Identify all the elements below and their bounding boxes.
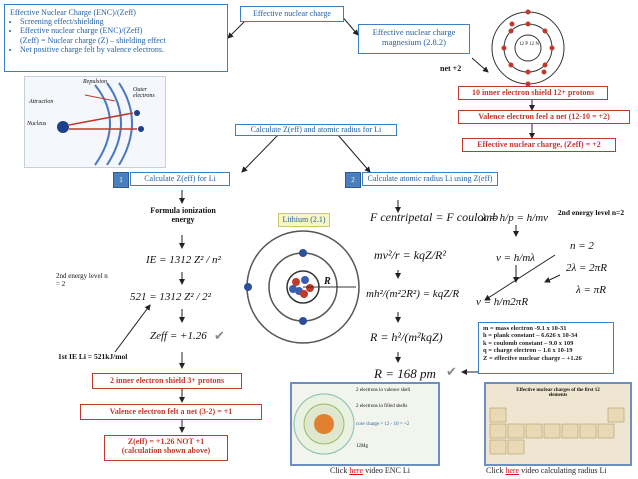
- ie-formula: IE = 1312 Z² / n²: [146, 254, 221, 266]
- mg-step-1: 10 inner electron shield 12+ protons: [458, 86, 608, 100]
- li-step-2: Valence electron felt a net (3-2) = +1: [80, 404, 262, 420]
- constant-item: h = plank constant – 6.626 x 10-34: [483, 332, 578, 340]
- net-label: net +2: [440, 64, 462, 73]
- li-step-1: 2 inner electron shield 3+ protons: [92, 373, 242, 389]
- enc-item: Net positive charge felt by valence elec…: [20, 45, 222, 54]
- video-thumbnail-enc[interactable]: 2 electrons in valence shell 2 electrons…: [290, 382, 440, 466]
- lithium-label: Lithium (2.1): [278, 213, 330, 227]
- mg-atom: 12 P 12 N: [488, 8, 568, 88]
- radius-video-link[interactable]: here: [505, 466, 520, 475]
- substituted-equation: mh²/(m²2R²) = kqZ/R: [366, 288, 460, 300]
- radius-label: R: [324, 276, 331, 287]
- calc-center-box: Calculate Z(eff) and atomic radius for L…: [235, 124, 397, 136]
- enc-item: Screening effect/shielding: [20, 17, 222, 26]
- shielding-diagram: Repulsion Attraction Outer electrons Nuc…: [24, 76, 166, 168]
- constants-box: m = mass electron -9.1 x 10-31 h = plank…: [478, 322, 614, 374]
- n-value: n = 2: [570, 240, 594, 252]
- constant-item: k = coulomb constant – 9.0 x 109: [483, 339, 574, 347]
- energy-level-right: 2nd energy level n=2: [557, 208, 625, 217]
- thumb2-title: Effective nuclear charges of the first 1…: [516, 388, 600, 398]
- mg-box: Effective nuclear charge magnesium (2.8.…: [358, 24, 470, 54]
- repulsion-label: Repulsion: [83, 79, 107, 85]
- enc-definition-box: Effective Nuclear Charge (ENC)/(Zeff) Sc…: [4, 4, 228, 72]
- force-equation: mv²/r = kqZ/R²: [374, 248, 446, 262]
- nucleus-label: Nucleus: [27, 121, 47, 127]
- ie-substitution: 521 = 1312 Z² / 2²: [130, 291, 211, 303]
- thumb-line: 2 electrons in valence shell: [356, 388, 411, 393]
- ie-label: 1st IE Li = 521kJ/mol: [58, 352, 128, 361]
- radius-expression: R = h²/(m²kqZ): [370, 330, 443, 344]
- left-step-number: 1: [113, 172, 129, 188]
- energy-level-left: 2nd energy level n = 2: [56, 272, 108, 288]
- enc-video-link[interactable]: here: [349, 466, 364, 475]
- lithium-atom: R: [238, 228, 368, 346]
- radius-result: R = 168 pm: [374, 366, 436, 381]
- enc-title: Effective Nuclear Charge (ENC)/(Zeff): [10, 8, 136, 17]
- periodic-grid-svg: [489, 407, 625, 455]
- zeff-result: Zeff = +1.26: [150, 330, 207, 342]
- top-center-box: Effective nuclear charge: [240, 6, 344, 22]
- thumb-line: 12Mg: [356, 444, 368, 449]
- formula-label: Formula ionization energy: [150, 206, 216, 224]
- constant-item: q = charge electron – 1.6 x 10-19: [483, 347, 573, 355]
- thumb-line: 2 electrons in filled shells: [356, 404, 408, 409]
- force-balance: F centripetal = F coulomb: [370, 210, 499, 224]
- link-enc: Click here video ENC Li: [330, 466, 410, 475]
- link-radius: Click here video calculating radius Li: [486, 466, 607, 475]
- constant-item: m = mass electron -9.1 x 10-31: [483, 325, 567, 332]
- nucleus-dot: [57, 121, 69, 133]
- debroglie-wavelength: λ = h/p = h/mv: [482, 212, 549, 224]
- lithium-atom-svg: [244, 230, 360, 344]
- right-header: Calculate atomic radius Li using Z(eff): [362, 172, 498, 186]
- video-thumbnail-radius[interactable]: Effective nuclear charges of the first 1…: [484, 382, 632, 466]
- link-suffix: video ENC Li: [363, 466, 410, 475]
- check-icon: ✔: [446, 364, 457, 379]
- mg-shell-svg: [293, 393, 355, 455]
- constant-item: Z = effective nuclear charge – +1.26: [483, 354, 582, 362]
- left-header: Calculate Z(eff) for Li: [130, 172, 230, 186]
- wavelength-radius: λ = πR: [576, 284, 606, 296]
- check-icon: ✔: [214, 328, 225, 343]
- li-step-3: Z(eff) = +1.26 NOT +1 (calculation shown…: [104, 435, 228, 461]
- velocity-expression: v = h/mλ: [496, 252, 536, 264]
- enc-list: Screening effect/shielding Effective nuc…: [10, 17, 222, 54]
- mg-step-2: Valence electron feel a net (12-10 = +2): [458, 110, 630, 124]
- link-suffix: video calculating radius Li: [519, 466, 607, 475]
- orbit-relation: 2λ = 2πR: [566, 262, 607, 274]
- enc-item: (Zeff) = Nuclear charge (Z) – shielding …: [20, 35, 166, 45]
- link-prefix: Click: [330, 466, 350, 475]
- mg-step-3: Effective nuclear charge, (Zeff) = +2: [462, 138, 616, 152]
- mg-nucleus-label: 12 P 12 N: [519, 42, 539, 47]
- outer-electrons-label: Outer electrons: [133, 87, 155, 99]
- enc-item: Effective nuclear charge (ENC)/(Zeff): [20, 26, 222, 35]
- thumb-line: core charge = 12 - 10 = +2: [356, 422, 410, 427]
- right-step-number: 2: [345, 172, 361, 188]
- shielding-svg: [57, 82, 144, 166]
- mg-atom-svg: [491, 9, 565, 87]
- velocity-radius: v = h/m2πR: [476, 296, 529, 308]
- link-prefix: Click: [486, 466, 506, 475]
- attraction-label: Attraction: [29, 99, 54, 105]
